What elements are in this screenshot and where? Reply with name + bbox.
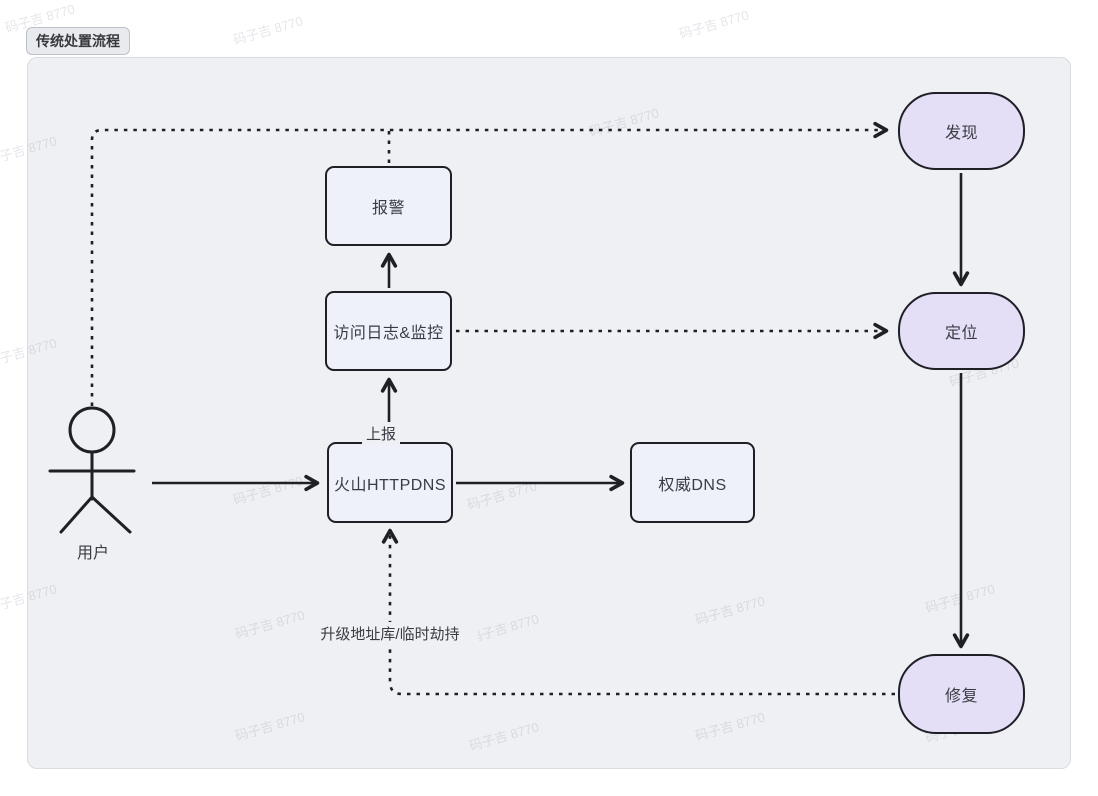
actor-head (68, 406, 116, 454)
diagram-title-badge: 传统处置流程 (26, 27, 130, 55)
actor-leg-left (59, 495, 94, 534)
node-authoritative-dns[interactable]: 权威DNS (630, 442, 755, 523)
node-access-log-monitor-label: 访问日志&监控 (333, 325, 444, 342)
edge-repair-to-httpdns (381, 528, 895, 696)
edge-label-upgrade-hijack: 升级地址库/临时劫持 (302, 622, 478, 645)
node-alarm[interactable]: 报警 (325, 166, 452, 246)
edge-label-report: 上报 (362, 422, 401, 445)
node-volcano-httpdns[interactable]: 火山HTTPDNS (327, 442, 453, 523)
actor-user-label: 用户 (76, 545, 109, 562)
node-alarm-label: 报警 (371, 200, 405, 217)
edge-user-to-discover (90, 121, 889, 406)
actor-leg-right (90, 495, 132, 534)
node-volcano-httpdns-label: 火山HTTPDNS (333, 476, 447, 494)
node-locate[interactable]: 定位 (898, 292, 1025, 370)
diagram-canvas (27, 57, 1071, 769)
node-repair[interactable]: 修复 (898, 654, 1025, 734)
actor-user-figure (48, 406, 136, 534)
node-discover[interactable]: 发现 (898, 92, 1025, 170)
node-discover-label: 发现 (944, 125, 978, 142)
node-repair-label: 修复 (944, 688, 978, 705)
node-locate-label: 定位 (944, 325, 978, 342)
node-access-log-monitor[interactable]: 访问日志&监控 (325, 291, 452, 371)
node-authoritative-dns-label: 权威DNS (658, 476, 727, 494)
